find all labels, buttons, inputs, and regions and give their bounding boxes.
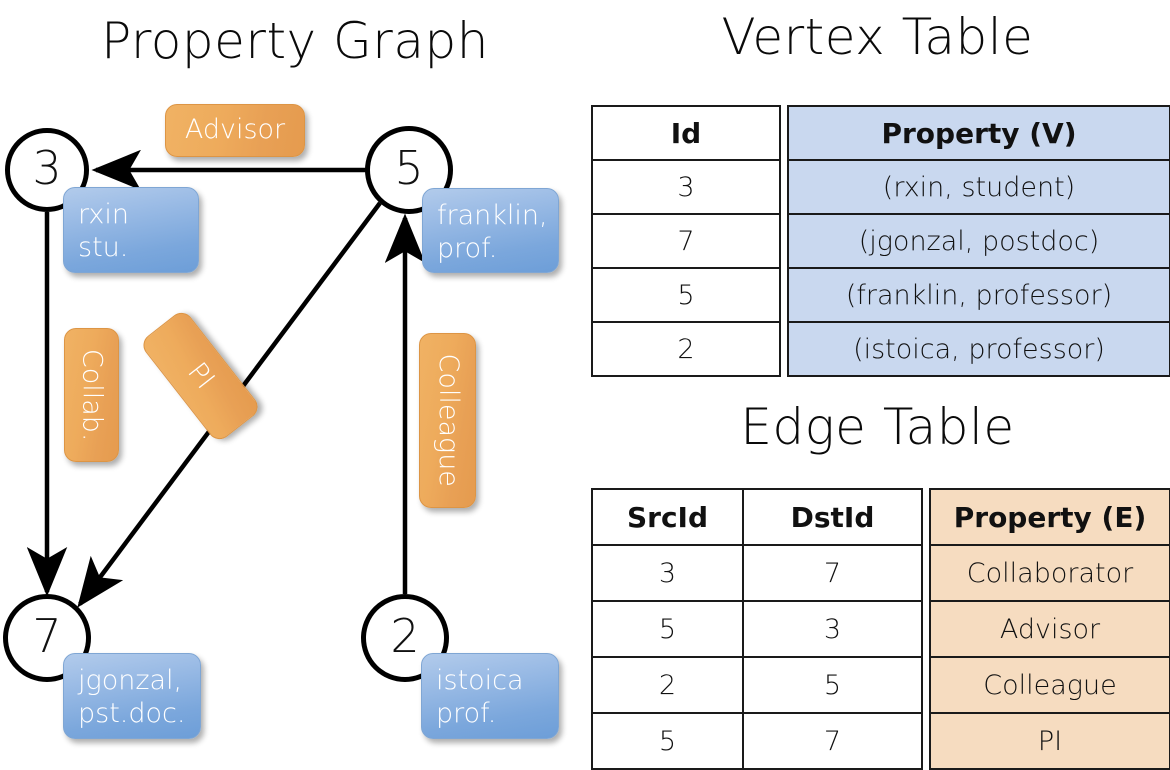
edge-row-0-dst: 7 xyxy=(742,544,923,602)
vertex-row-0-property: (rxin, student) xyxy=(787,159,1170,215)
edge-row-3-dst: 7 xyxy=(742,712,923,770)
edge-row-0-src: 3 xyxy=(591,544,744,602)
table-row[interactable]: 5 (franklin, professor) xyxy=(591,267,1170,323)
edge-label-collab-text: Collab. xyxy=(76,348,108,442)
node-property-role-rxin: stu. xyxy=(78,232,129,264)
edge-row-0-property: Collaborator xyxy=(929,544,1170,602)
vertex-row-1-id: 7 xyxy=(591,213,781,269)
edge-table: SrcId DstId Property (E) 3 7 Collaborato… xyxy=(591,488,1170,770)
vertex-row-1-property: (jgonzal, postdoc) xyxy=(787,213,1170,269)
edge-row-3-property: PI xyxy=(929,712,1170,770)
edge-label-collab[interactable]: Collab. xyxy=(64,328,119,462)
edge-label-advisor-text: Advisor xyxy=(184,114,286,146)
graph-node-3-id: 3 xyxy=(32,141,62,195)
edge-row-1-dst: 3 xyxy=(742,600,923,658)
vertex-table-column-gap xyxy=(780,106,788,160)
edge-label-advisor[interactable]: Advisor xyxy=(165,104,305,157)
node-property-box-jgonzal[interactable]: jgonzal, pst.doc. xyxy=(63,653,201,739)
node-property-role-jgonzal: pst.doc. xyxy=(78,698,186,730)
vertex-table-header-property: Property (V) xyxy=(787,105,1170,161)
node-property-name-istoica: istoica xyxy=(436,665,524,696)
graph-node-5[interactable]: 5 xyxy=(365,126,453,214)
vertex-row-2-id: 5 xyxy=(591,267,781,323)
table-row[interactable]: 2 (istoica, professor) xyxy=(591,321,1170,377)
edge-table-column-gap xyxy=(922,545,930,601)
table-row[interactable]: 2 5 Colleague xyxy=(591,656,1170,714)
vertex-table-column-gap xyxy=(780,214,788,268)
edge-row-2-dst: 5 xyxy=(742,656,923,714)
vertex-table: Id Property (V) 3 (rxin, student) 7 (jgo… xyxy=(591,105,1170,377)
graph-node-5-id: 5 xyxy=(394,141,424,195)
table-row[interactable]: 5 7 PI xyxy=(591,712,1170,770)
node-property-box-rxin[interactable]: rxin stu. xyxy=(63,187,199,273)
page-title-vertex-table: Vertex Table xyxy=(721,8,1034,66)
node-property-role-istoica: prof. xyxy=(436,698,497,730)
vertex-table-column-gap xyxy=(780,322,788,376)
node-property-box-franklin[interactable]: franklin, prof. xyxy=(422,188,559,273)
edge-row-1-src: 5 xyxy=(591,600,744,658)
node-property-name-franklin: franklin, xyxy=(437,200,548,231)
vertex-table-column-gap xyxy=(780,160,788,214)
node-property-name-rxin: rxin xyxy=(78,199,129,230)
edge-table-header-row: SrcId DstId Property (E) xyxy=(591,488,1170,546)
edge-table-header-dstid: DstId xyxy=(742,488,923,546)
edge-row-1-property: Advisor xyxy=(929,600,1170,658)
vertex-row-0-id: 3 xyxy=(591,159,781,215)
edge-table-column-gap xyxy=(922,489,930,545)
vertex-row-3-id: 2 xyxy=(591,321,781,377)
vertex-table-header-row: Id Property (V) xyxy=(591,105,1170,161)
edge-row-3-src: 5 xyxy=(591,712,744,770)
edge-label-pi-text: PI xyxy=(181,356,221,395)
table-row[interactable]: 3 (rxin, student) xyxy=(591,159,1170,215)
edge-table-header-property: Property (E) xyxy=(929,488,1170,546)
edge-table-column-gap xyxy=(922,601,930,657)
edge-table-column-gap xyxy=(922,713,930,769)
vertex-row-2-property: (franklin, professor) xyxy=(787,267,1170,323)
edge-label-colleague[interactable]: Colleague xyxy=(419,333,476,508)
edge-row-2-src: 2 xyxy=(591,656,744,714)
graph-node-7-id: 7 xyxy=(32,609,62,663)
page-title-property-graph: Property Graph xyxy=(101,12,489,70)
vertex-table-column-gap xyxy=(780,268,788,322)
node-property-name-jgonzal: jgonzal, xyxy=(78,665,183,696)
node-property-box-istoica[interactable]: istoica prof. xyxy=(421,653,559,739)
node-property-role-franklin: prof. xyxy=(437,233,498,265)
edge-table-header-srcid: SrcId xyxy=(591,488,744,546)
edge-table-column-gap xyxy=(922,657,930,713)
table-row[interactable]: 5 3 Advisor xyxy=(591,600,1170,658)
table-row[interactable]: 7 (jgonzal, postdoc) xyxy=(591,213,1170,269)
edge-row-2-property: Colleague xyxy=(929,656,1170,714)
graph-node-2-id: 2 xyxy=(390,609,420,663)
graph-node-2[interactable]: 2 xyxy=(361,594,449,682)
page-title-edge-table: Edge Table xyxy=(740,398,1015,456)
edge-label-colleague-text: Colleague xyxy=(432,353,464,488)
vertex-table-header-id: Id xyxy=(591,105,781,161)
vertex-row-3-property: (istoica, professor) xyxy=(787,321,1170,377)
table-row[interactable]: 3 7 Collaborator xyxy=(591,544,1170,602)
